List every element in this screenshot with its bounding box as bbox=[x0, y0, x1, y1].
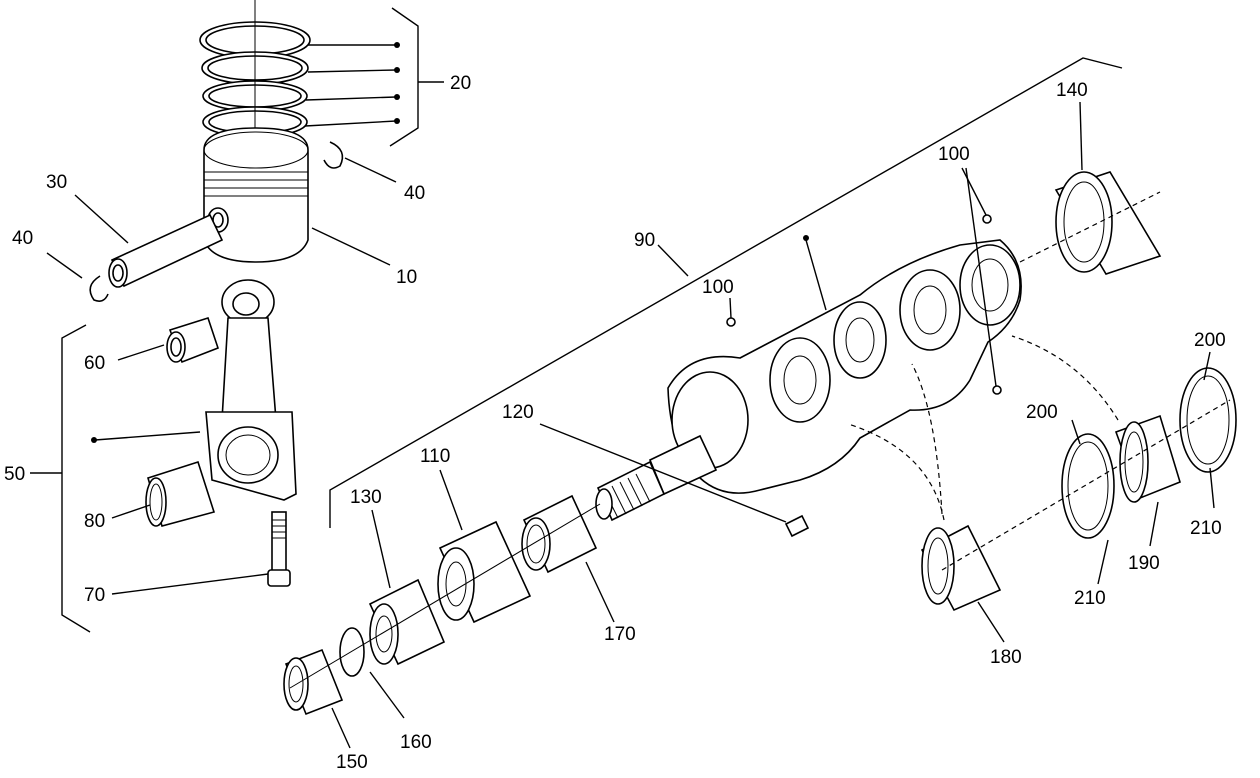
rod-bearing-shell bbox=[145, 460, 216, 527]
label-90: 90 bbox=[634, 230, 655, 251]
label-140: 140 bbox=[1056, 80, 1088, 101]
label-200-right: 200 bbox=[1194, 330, 1226, 351]
label-50: 50 bbox=[4, 464, 25, 485]
label-180: 180 bbox=[990, 647, 1022, 668]
label-60: 60 bbox=[84, 353, 105, 374]
ring-leader-lines bbox=[304, 7, 444, 147]
label-190: 190 bbox=[1128, 553, 1160, 574]
label-40-left: 40 bbox=[12, 228, 33, 249]
front-seal bbox=[283, 648, 351, 749]
piston-rings bbox=[199, 0, 311, 140]
front-axis-line bbox=[289, 503, 601, 689]
label-210-right: 210 bbox=[1190, 518, 1222, 539]
piston-leader-lines bbox=[46, 157, 397, 279]
crank-gear-large bbox=[437, 469, 532, 624]
label-110: 110 bbox=[420, 446, 450, 467]
label-20: 20 bbox=[450, 73, 471, 94]
crank-plugs bbox=[726, 214, 1002, 395]
main-bearing-center bbox=[920, 524, 1005, 643]
thrust-washer-left bbox=[1061, 419, 1115, 585]
thrust-washer-right bbox=[1179, 351, 1237, 509]
snap-ring bbox=[339, 627, 405, 719]
rear-main-bearing bbox=[1114, 414, 1181, 547]
label-40-right: 40 bbox=[404, 183, 425, 204]
circlip-left bbox=[89, 275, 109, 302]
label-30: 30 bbox=[46, 172, 67, 193]
label-160: 160 bbox=[400, 732, 432, 753]
label-210-left: 210 bbox=[1074, 588, 1106, 609]
label-200-left: 200 bbox=[1026, 402, 1058, 423]
circlip-right bbox=[323, 141, 344, 169]
crank-leader-lines bbox=[729, 167, 997, 387]
label-120: 120 bbox=[502, 402, 534, 423]
piston-pin bbox=[108, 213, 224, 288]
crankshaft bbox=[595, 239, 1022, 522]
label-100-right: 100 bbox=[938, 144, 970, 165]
front-main-bearing bbox=[521, 494, 615, 623]
label-100-left: 100 bbox=[702, 277, 734, 298]
label-10: 10 bbox=[396, 267, 417, 288]
connecting-rod bbox=[205, 279, 297, 501]
rod-bolt bbox=[267, 511, 291, 587]
label-130: 130 bbox=[350, 487, 382, 508]
label-170: 170 bbox=[604, 624, 636, 645]
rod-leader-lines bbox=[30, 324, 269, 633]
rear-seal-ring bbox=[1054, 101, 1162, 275]
small-end-bushing bbox=[166, 317, 219, 364]
crankshaft-bracket bbox=[329, 57, 1123, 528]
crank-gear-small bbox=[368, 509, 446, 666]
label-80: 80 bbox=[84, 511, 105, 532]
label-70: 70 bbox=[84, 585, 105, 606]
woodruff-key bbox=[539, 423, 810, 538]
rear-axis-lines bbox=[847, 191, 1231, 571]
label-150: 150 bbox=[336, 752, 368, 773]
